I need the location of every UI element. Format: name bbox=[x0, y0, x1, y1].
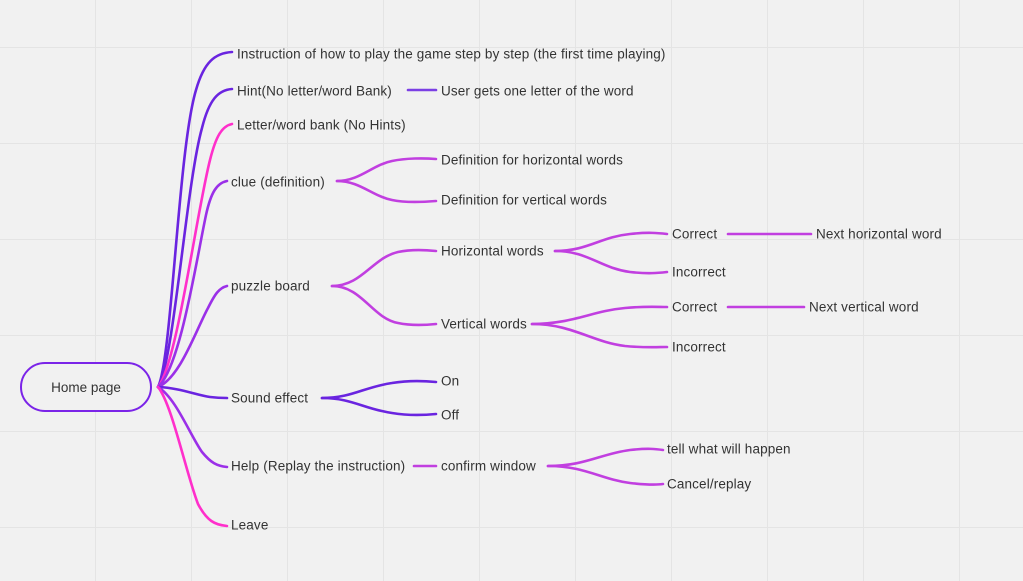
edge-confirm-to-tell-what-will-happen bbox=[546, 447, 665, 468]
node-horizontal-incorrect[interactable]: Incorrect bbox=[672, 264, 726, 280]
node-user-gets-one-letter[interactable]: User gets one letter of the word bbox=[441, 83, 634, 99]
node-puzzle-board[interactable]: puzzle board bbox=[231, 278, 310, 294]
edge-root-to-clue bbox=[156, 179, 229, 389]
node-sound-effect[interactable]: Sound effect bbox=[231, 390, 309, 406]
node-sound-off[interactable]: Off bbox=[441, 407, 460, 423]
node-leave[interactable]: Leave bbox=[231, 517, 269, 533]
edge-confirm-to-cancel-replay bbox=[546, 464, 665, 486]
edge-sound-to-off bbox=[320, 396, 438, 417]
node-letter-word-bank[interactable]: Letter/word bank (No Hints) bbox=[237, 117, 406, 133]
edge-puzzle-to-vertical-words bbox=[330, 284, 438, 327]
edge-horizontal-to-correct bbox=[553, 231, 669, 253]
node-next-horizontal-word[interactable]: Next horizontal word bbox=[816, 226, 942, 242]
node-help-replay-instruction[interactable]: Help (Replay the instruction) bbox=[231, 458, 406, 474]
node-horizontal-words[interactable]: Horizontal words bbox=[441, 243, 544, 259]
node-instruction[interactable]: Instruction of how to play the game step… bbox=[237, 46, 666, 62]
node-vertical-words[interactable]: Vertical words bbox=[441, 316, 527, 332]
edge-root-to-help bbox=[156, 385, 229, 469]
node-vertical-correct[interactable]: Correct bbox=[672, 299, 718, 315]
node-cancel-replay[interactable]: Cancel/replay bbox=[667, 476, 752, 492]
edge-puzzle-to-horizontal-words bbox=[330, 248, 438, 288]
node-clue-definition[interactable]: clue (definition) bbox=[231, 174, 325, 190]
edge-clue-to-horizontal-def bbox=[335, 157, 438, 183]
root-node-home-page[interactable]: Home page bbox=[20, 362, 152, 412]
node-next-vertical-word[interactable]: Next vertical word bbox=[809, 299, 919, 315]
node-sound-on[interactable]: On bbox=[441, 373, 460, 389]
edge-vertical-to-incorrect bbox=[530, 322, 669, 349]
node-tell-what-will-happen[interactable]: tell what will happen bbox=[667, 441, 791, 457]
node-confirm-window[interactable]: confirm window bbox=[441, 458, 536, 474]
edge-root-to-hint bbox=[156, 87, 234, 389]
node-definition-vertical-words[interactable]: Definition for vertical words bbox=[441, 192, 607, 208]
edge-root-to-sound-effect bbox=[156, 385, 229, 400]
node-hint[interactable]: Hint(No letter/word Bank) bbox=[237, 83, 392, 99]
edge-clue-to-vertical-def bbox=[335, 179, 438, 204]
root-node-label: Home page bbox=[51, 379, 121, 395]
edge-root-to-puzzle-board bbox=[156, 284, 229, 389]
node-vertical-incorrect[interactable]: Incorrect bbox=[672, 339, 726, 355]
edge-vertical-to-correct bbox=[530, 305, 669, 326]
node-horizontal-correct[interactable]: Correct bbox=[672, 226, 718, 242]
edge-sound-to-on bbox=[320, 379, 438, 400]
node-definition-horizontal-words[interactable]: Definition for horizontal words bbox=[441, 152, 624, 168]
edge-root-to-instruction bbox=[156, 50, 234, 389]
edge-root-to-letter-bank bbox=[156, 122, 234, 389]
edge-horizontal-to-incorrect bbox=[553, 249, 669, 275]
edge-root-to-leave bbox=[156, 385, 229, 528]
